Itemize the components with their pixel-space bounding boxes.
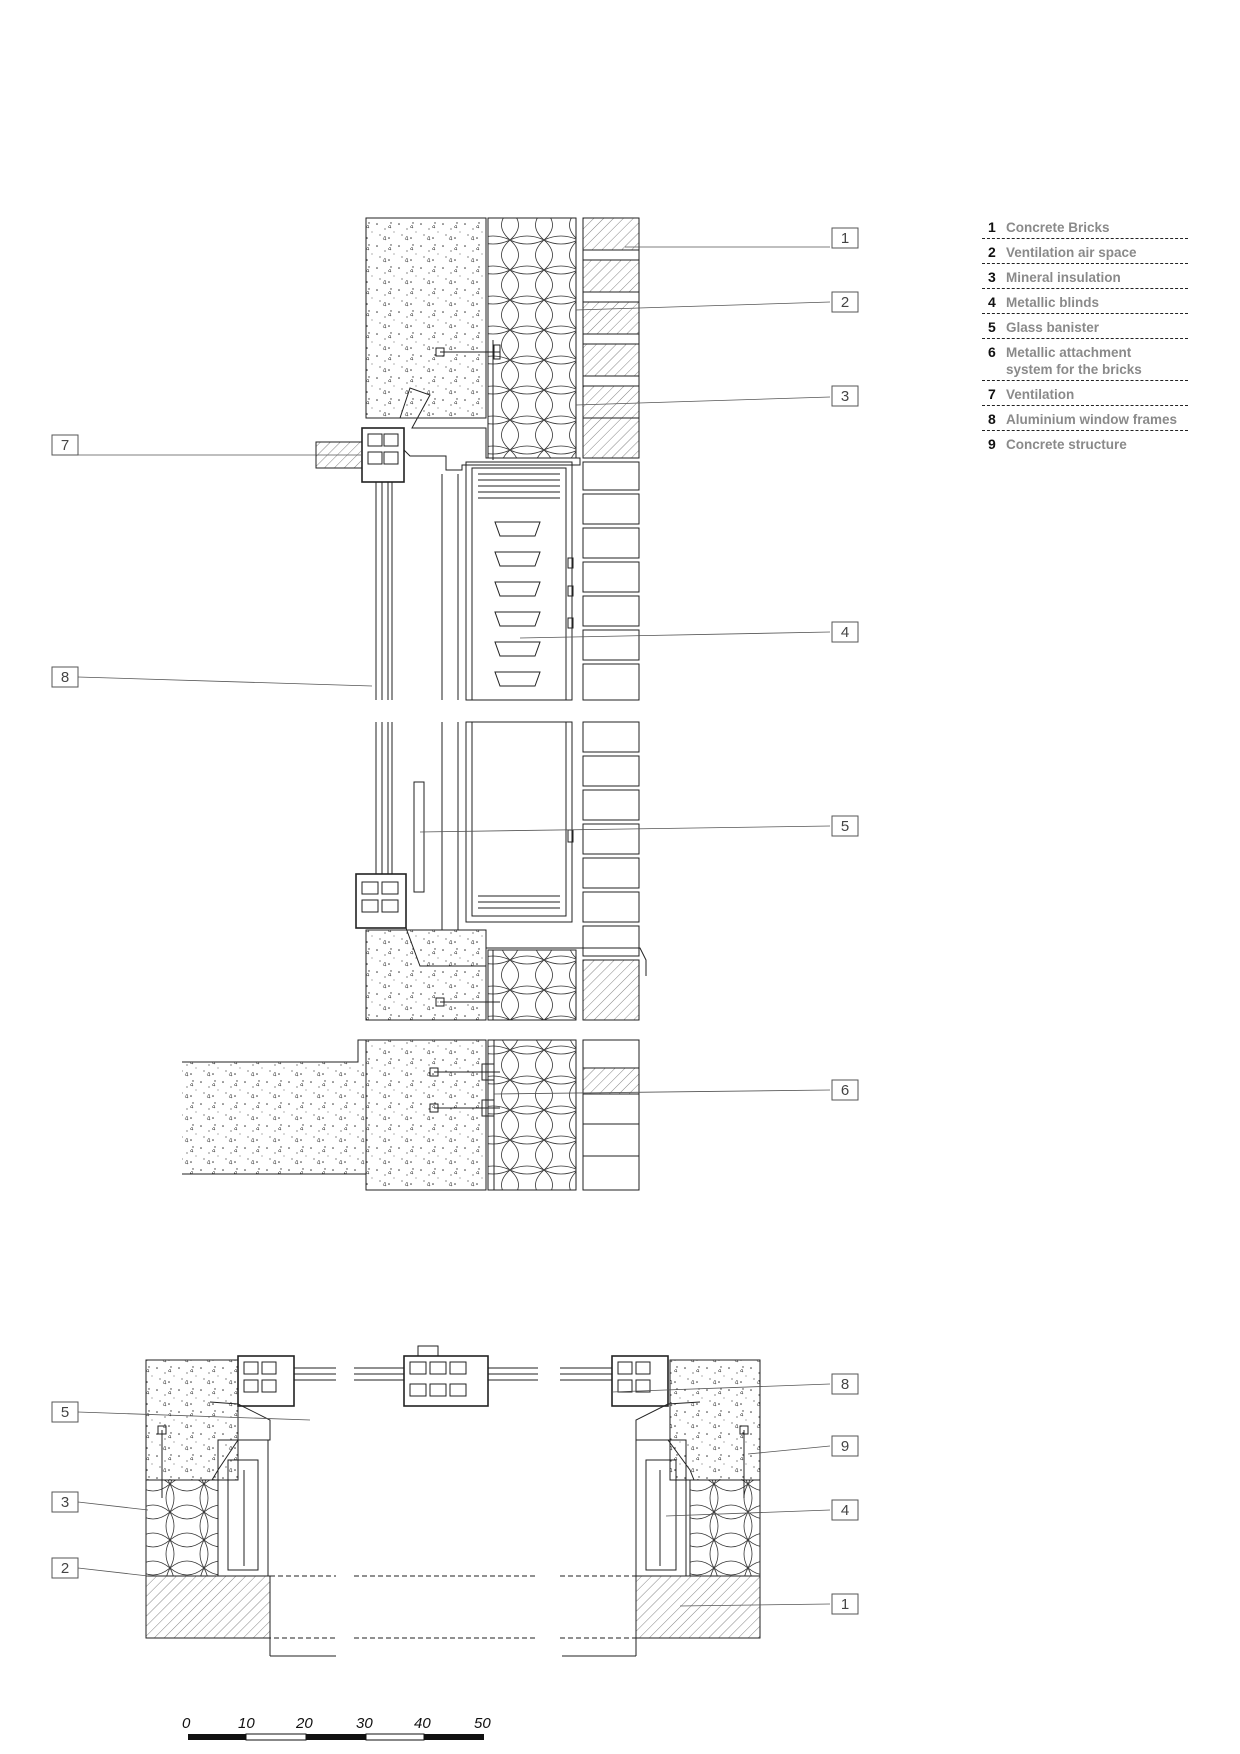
lower-insulation [487, 949, 577, 1021]
scale-bar: 0 10 20 30 40 50 [182, 1715, 491, 1741]
upper-bricks [582, 217, 640, 459]
svg-text:6: 6 [841, 1082, 849, 1099]
svg-text:4: 4 [841, 1502, 849, 1519]
svg-text:5: 5 [61, 1404, 69, 1421]
scale-label-0: 0 [182, 1715, 191, 1732]
horizontal-section [145, 1345, 761, 1657]
tag-sec-8: 8 [51, 666, 79, 688]
svg-text:5: 5 [841, 818, 849, 835]
glass-banister [413, 781, 425, 893]
upper-insulation [487, 217, 577, 459]
tag-plan-4: 4 [831, 1499, 859, 1521]
lower-concrete [365, 929, 487, 1021]
tag-plan-2: 2 [51, 1557, 79, 1579]
tag-boxes: 1 2 3 7 4 8 5 6 8 5 9 3 4 2 1 [51, 227, 859, 1615]
svg-text:1: 1 [841, 230, 849, 247]
svg-text:9: 9 [841, 1438, 849, 1455]
blind-slats [494, 521, 541, 687]
middle-bricks [582, 461, 640, 957]
upper-concrete [365, 217, 487, 419]
section-leaders [77, 246, 831, 1095]
tag-sec-7: 7 [51, 434, 79, 456]
tag-plan-3: 3 [51, 1491, 79, 1513]
tag-sec-2: 2 [831, 291, 859, 313]
plan-left-concrete [145, 1359, 239, 1481]
slab-insulation [487, 1039, 577, 1191]
svg-text:3: 3 [61, 1494, 69, 1511]
scale-label-20: 20 [295, 1715, 313, 1732]
svg-text:4: 4 [841, 624, 849, 641]
scale-label-40: 40 [414, 1715, 431, 1732]
tag-sec-5: 5 [831, 815, 859, 837]
tag-plan-1: 1 [831, 1593, 859, 1615]
svg-text:8: 8 [61, 669, 69, 686]
tag-sec-1: 1 [831, 227, 859, 249]
svg-text:8: 8 [841, 1376, 849, 1393]
floor-slab [182, 1062, 366, 1174]
metallic-attachment [429, 1040, 500, 1190]
svg-text:3: 3 [841, 388, 849, 405]
svg-text:2: 2 [841, 294, 849, 311]
svg-text:1: 1 [841, 1596, 849, 1613]
tag-sec-6: 6 [831, 1079, 859, 1101]
tag-plan-9: 9 [831, 1435, 859, 1457]
vertical-section [182, 217, 647, 1191]
tag-sec-3: 3 [831, 385, 859, 407]
scale-label-10: 10 [238, 1715, 255, 1732]
scale-label-30: 30 [356, 1715, 373, 1732]
slab-bricks [582, 1039, 640, 1191]
scale-label-50: 50 [474, 1715, 491, 1732]
upper-window-frame [361, 427, 405, 483]
tag-plan-5: 5 [51, 1401, 79, 1423]
svg-text:2: 2 [61, 1560, 69, 1577]
svg-text:7: 7 [61, 437, 69, 454]
tag-plan-8: 8 [831, 1373, 859, 1395]
tag-sec-4: 4 [831, 621, 859, 643]
plan-right-concrete [669, 1359, 761, 1481]
plan-leaders [77, 1383, 831, 1607]
